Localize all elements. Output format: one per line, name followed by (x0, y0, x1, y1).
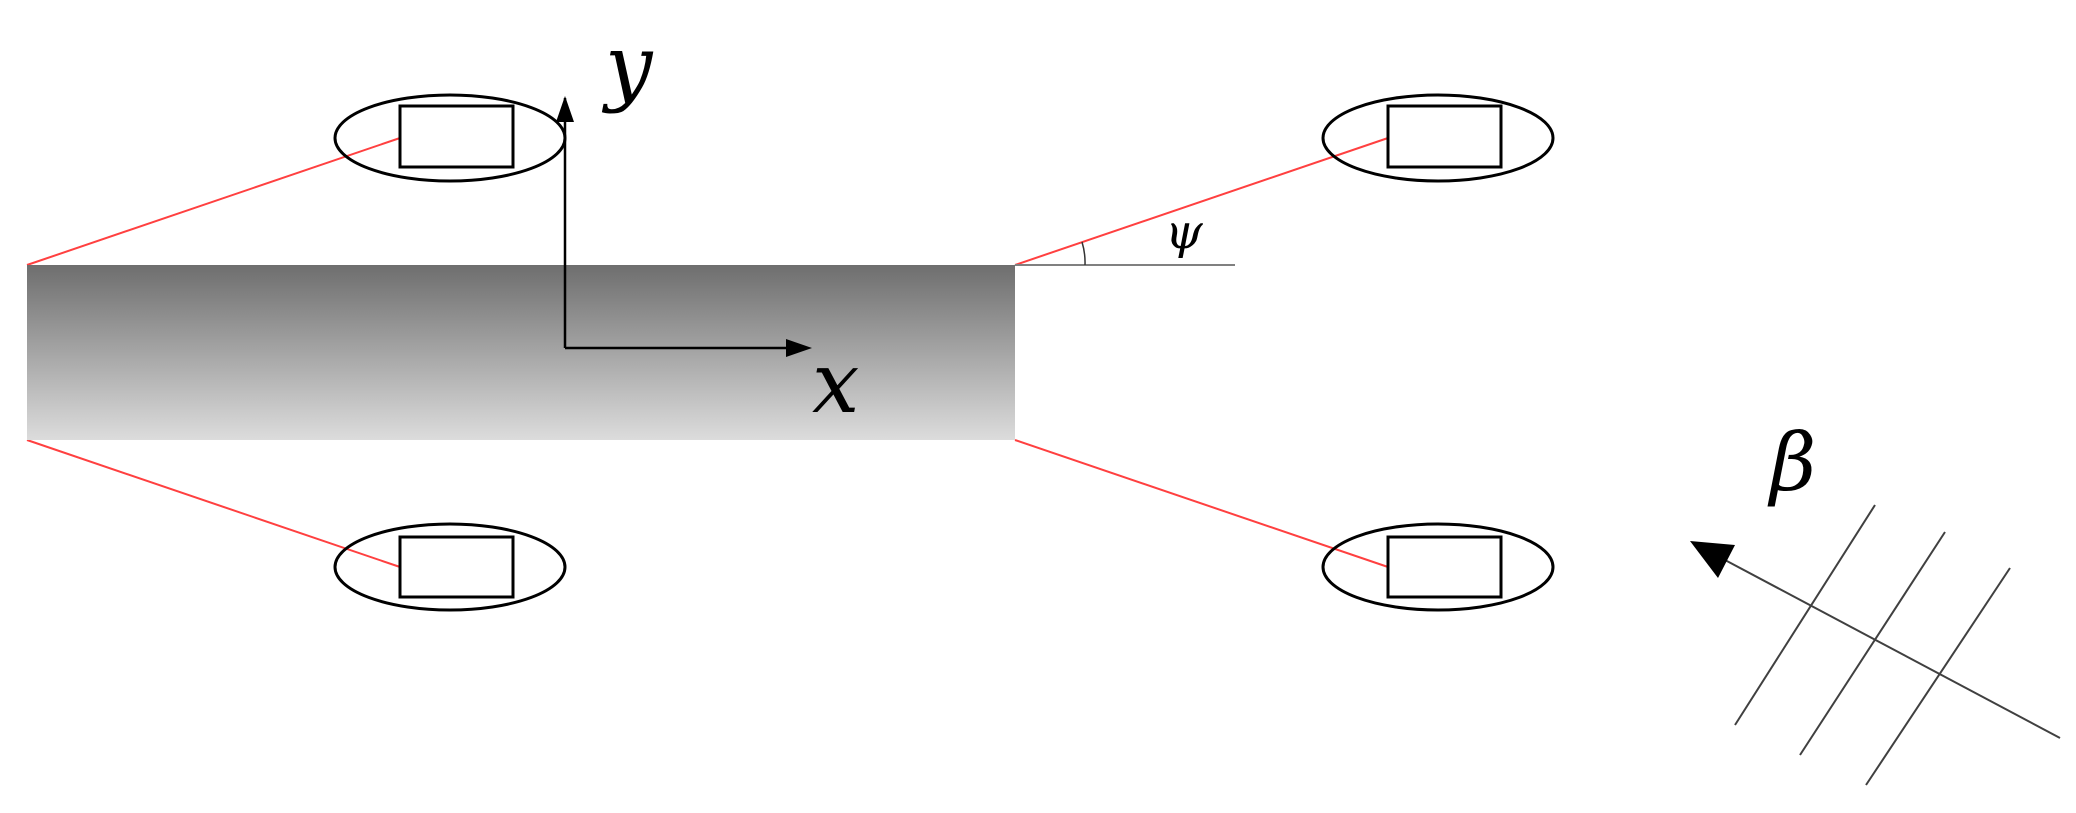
wave-pattern (1690, 504, 2061, 786)
floating-body (27, 265, 1015, 440)
anchor-bottom-left (333, 522, 567, 612)
wave-direction-label: β (1767, 416, 1816, 509)
wave-direction-arrow (1724, 559, 2061, 739)
y-axis-arrowhead (556, 96, 574, 122)
wave-crest-2 (1799, 531, 1946, 756)
anchor-bottom-right (1321, 522, 1555, 612)
anchor-top-left (333, 93, 567, 183)
mooring-line-bottom-left (26, 439, 401, 568)
mooring-line-bottom-right (1014, 439, 1389, 568)
mooring-line-top-left (26, 137, 401, 266)
mooring-line-top-right (1014, 137, 1389, 266)
x-axis-label: x (812, 334, 859, 432)
angle-arc (1081, 241, 1086, 266)
wave-crest-1 (1734, 504, 1876, 726)
wave-direction-arrowhead (1690, 541, 1735, 578)
coordinate-axes (556, 96, 812, 357)
y-axis-label: y (601, 17, 654, 115)
angle-label: ψ (1165, 204, 1204, 260)
anchor-top-right (1321, 93, 1555, 183)
wave-crest-3 (1865, 567, 2011, 786)
x-axis-arrowhead (786, 339, 812, 357)
mooring-lines (26, 137, 1389, 568)
